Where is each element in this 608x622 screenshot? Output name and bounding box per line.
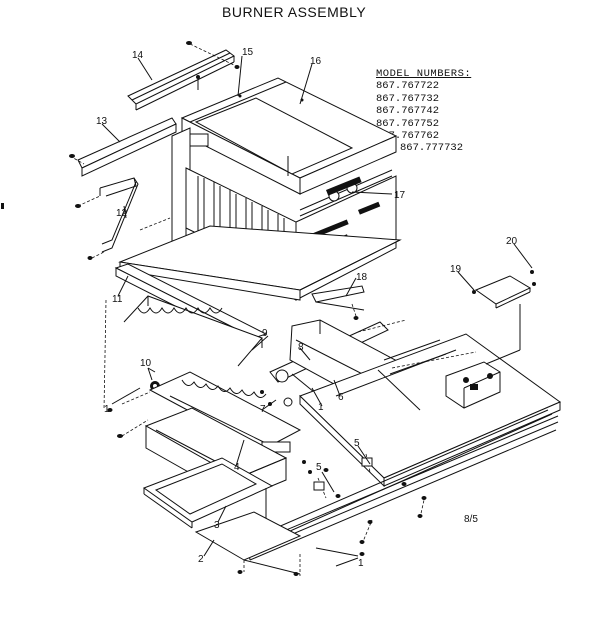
callout-1: 1 — [358, 558, 364, 569]
part-12-bracket — [75, 177, 171, 260]
callout-13: 13 — [96, 116, 108, 127]
model-number: 867.767732 — [376, 92, 440, 105]
callout-3: 3 — [214, 520, 220, 531]
part-2-bottom-rail — [194, 511, 302, 576]
callout-16: 16 — [310, 56, 322, 67]
callout-10: 10 — [140, 358, 152, 369]
callout-15: 15 — [242, 47, 254, 58]
callout-9: 9 — [262, 328, 268, 339]
igniter-box — [445, 361, 501, 409]
callout-14: 14 — [132, 50, 144, 61]
burner-base-tray — [118, 225, 402, 301]
callout-leaders — [101, 55, 533, 567]
callout-1: 1 — [318, 402, 324, 413]
callout-1: 1 — [104, 404, 110, 415]
model-number: 867.777732 — [400, 142, 464, 155]
page-code: 8/5 — [464, 514, 478, 525]
callout-20: 20 — [506, 236, 518, 247]
part-19-plate — [472, 270, 536, 365]
part-13-left-rail — [69, 117, 177, 177]
callout-12: 12 — [116, 208, 128, 219]
model-number: 867.767722 — [376, 80, 440, 93]
callout-18: 18 — [356, 272, 368, 283]
model-number: 867.767752 — [376, 117, 440, 130]
callout-5: 5 — [354, 438, 360, 449]
model-number: 867.767742 — [376, 105, 440, 118]
callout-labels: 14 15 16 13 12 17 18 19 20 11 9 10 8 7 6… — [96, 47, 518, 569]
callout-7: 7 — [260, 404, 266, 415]
diagram-title: BURNER ASSEMBLY — [222, 4, 367, 20]
callout-8: 8 — [298, 342, 304, 353]
callout-11: 11 — [112, 294, 123, 305]
part-14-top-rail — [127, 41, 240, 111]
model-numbers-header: MODEL NUMBERS: — [376, 68, 472, 80]
fastener-screws — [237, 453, 427, 576]
part-3-bottom-frame — [142, 457, 274, 529]
callout-17: 17 — [394, 190, 406, 201]
plate-connector-line — [391, 351, 477, 369]
callout-5: 5 — [316, 462, 322, 473]
callout-6: 6 — [338, 392, 344, 403]
edge-mark — [1, 203, 4, 209]
callout-19: 19 — [450, 264, 462, 275]
part-9-burner-cover — [123, 295, 263, 367]
callout-4: 4 — [234, 462, 240, 473]
callout-2: 2 — [198, 554, 204, 565]
part-18-rail — [311, 285, 365, 320]
